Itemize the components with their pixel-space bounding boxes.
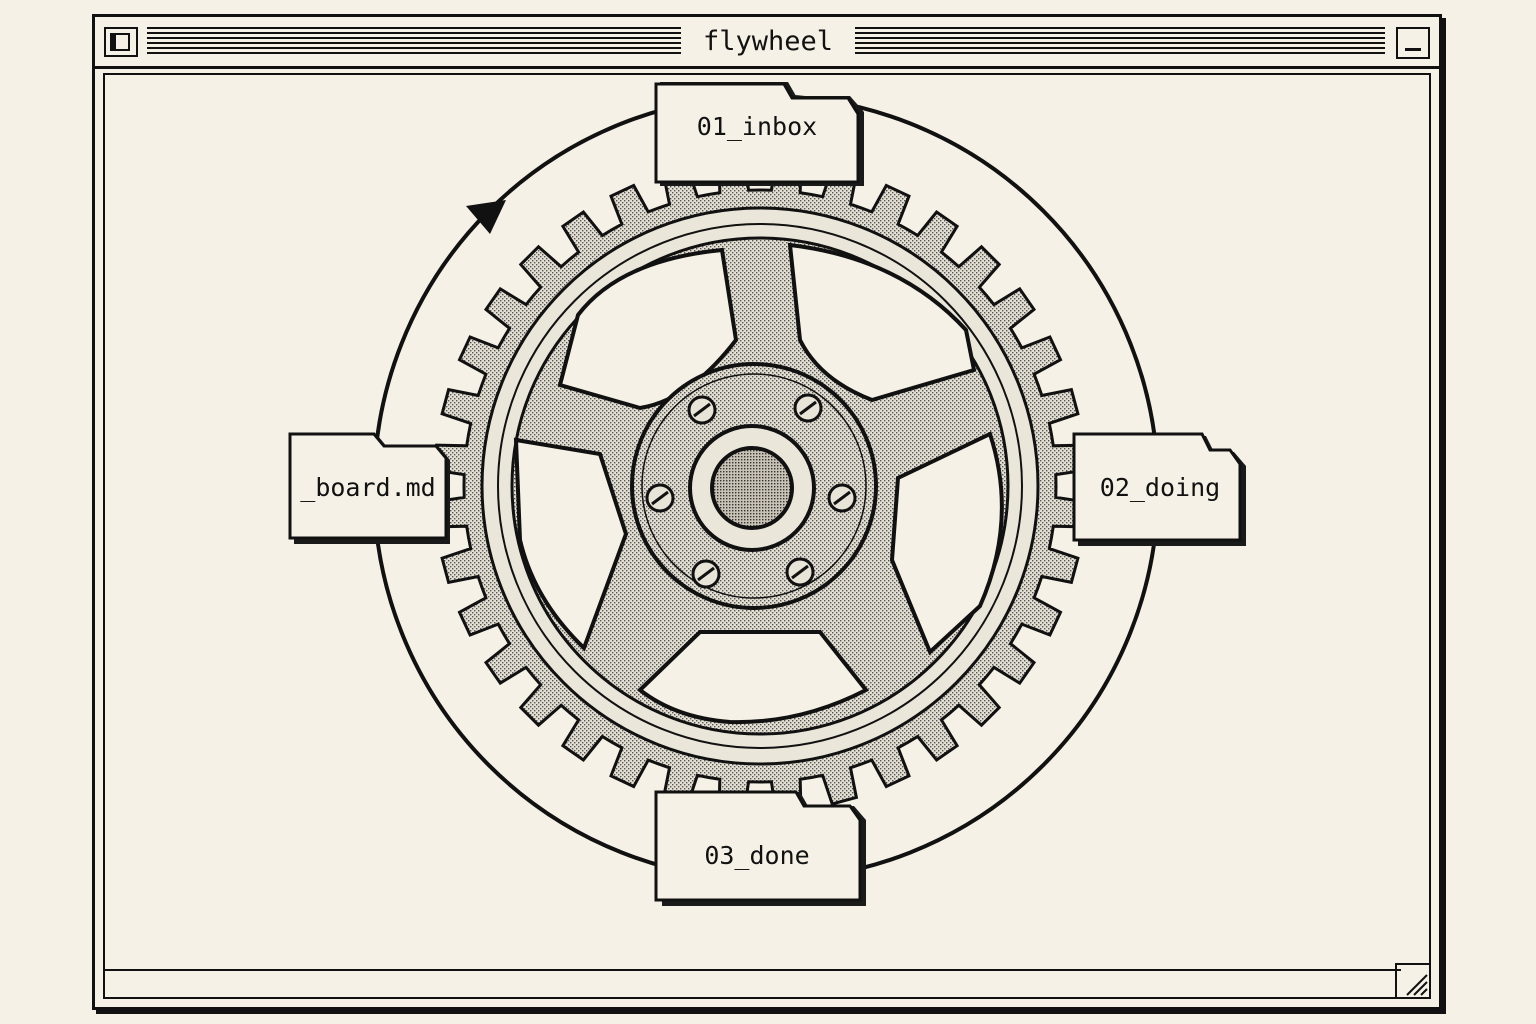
folder-tab-inbox[interactable]: 01_inbox [654,82,864,186]
file-tab-board[interactable]: _board.md [288,432,450,544]
resize-grip-icon[interactable] [1395,963,1431,999]
folder-label-inbox: 01_inbox [697,112,817,141]
title-bar-stripes-left [147,27,681,57]
window-content [103,73,1431,999]
gear-icon [432,158,1088,814]
close-box-icon[interactable] [104,27,138,57]
cycle-arrow-icon [466,200,506,234]
folder-label-doing: 02_doing [1100,473,1220,502]
folder-tab-done[interactable]: 03_done [654,790,866,906]
title-bar-stripes-right [855,27,1385,57]
window-title: flywheel [681,23,855,61]
collapse-box-icon[interactable] [1396,27,1430,59]
file-label-board: _board.md [300,473,435,502]
title-bar[interactable]: flywheel [95,17,1439,69]
folder-label-done: 03_done [704,841,809,870]
folder-tab-doing[interactable]: 02_doing [1072,432,1246,546]
horizontal-scrollbar[interactable] [103,969,1401,999]
